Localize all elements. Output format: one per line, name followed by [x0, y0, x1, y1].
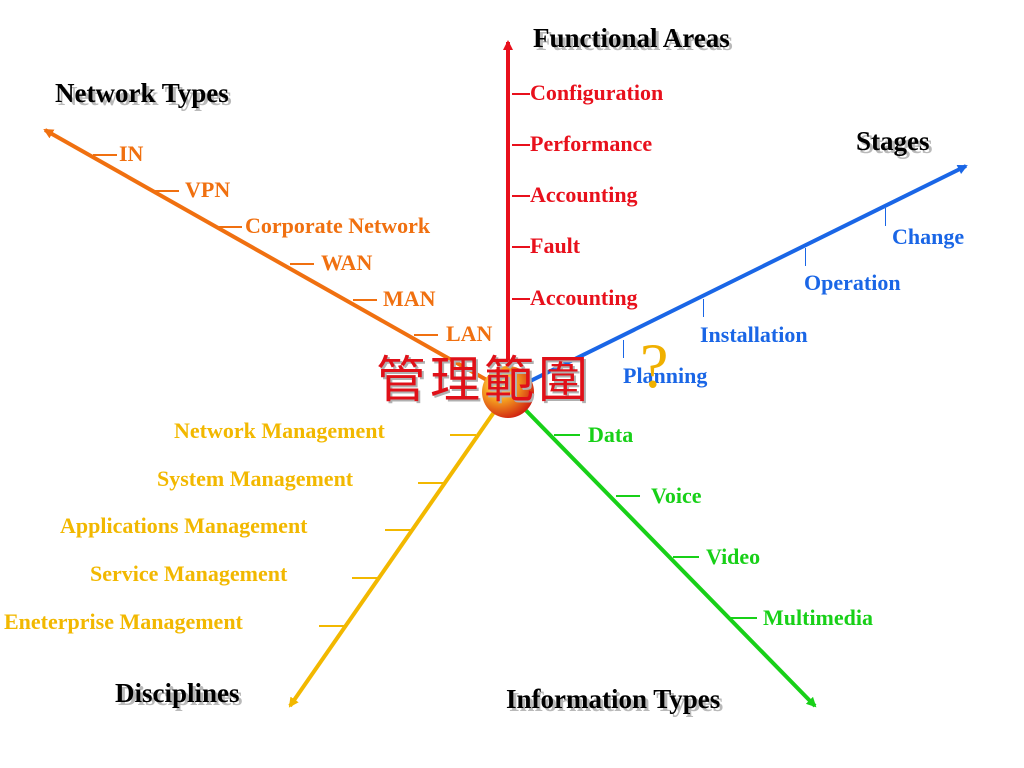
network-type-tick: [414, 334, 438, 336]
information-type-tick: [554, 434, 580, 436]
stage-tick: [623, 340, 624, 358]
network-types-title: Network Types: [55, 78, 229, 108]
stage-tick: [805, 248, 806, 266]
functional-area-tick: [512, 246, 530, 248]
stages-axis: [507, 164, 968, 394]
discipline-tick: [352, 577, 378, 579]
stages-title: Stages: [856, 126, 930, 156]
information-type-item: Video: [706, 544, 761, 569]
information-type-tick: [731, 617, 757, 619]
functional-area-tick: [512, 93, 530, 95]
functional-area-item: Accounting: [530, 285, 638, 310]
question-mark: ?: [640, 330, 669, 401]
network-type-tick: [93, 154, 117, 156]
network-type-item: MAN: [383, 286, 436, 311]
discipline-item: System Management: [157, 466, 354, 491]
network-type-item: WAN: [321, 250, 373, 275]
information-type-item: Voice: [651, 483, 702, 508]
network-type-item: VPN: [185, 177, 231, 202]
functional-area-item: Performance: [530, 131, 653, 156]
discipline-tick: [385, 529, 411, 531]
discipline-item: Network Management: [174, 418, 385, 443]
disciplines-title: Disciplines: [115, 678, 240, 708]
disciplines-axis: [288, 390, 510, 708]
network-types-axis: [43, 128, 509, 394]
network-type-tick: [290, 263, 314, 265]
information-types-title: Information Types: [506, 684, 721, 714]
center-ball: [482, 366, 534, 418]
network-type-tick: [353, 299, 377, 301]
information-types-axis: [506, 390, 817, 708]
center-label: 管理範圍: [376, 351, 592, 409]
discipline-item: Service Management: [90, 561, 288, 586]
discipline-tick: [450, 434, 476, 436]
information-type-item: Data: [588, 422, 634, 447]
network-type-tick: [155, 190, 179, 192]
stage-item: Installation: [700, 322, 808, 347]
functional-area-tick: [512, 298, 530, 300]
functional-area-item: Configuration: [530, 80, 664, 105]
functional-area-tick: [512, 144, 530, 146]
stage-item: Change: [892, 224, 965, 249]
information-type-item: Multimedia: [763, 605, 873, 630]
information-type-tick: [616, 495, 640, 497]
stage-tick: [885, 208, 886, 226]
discipline-item: Eneterprise Management: [4, 609, 243, 634]
network-type-tick: [218, 226, 242, 228]
stage-item: Operation: [804, 270, 901, 295]
information-type-tick: [673, 556, 699, 558]
stage-item: Planning: [623, 363, 708, 388]
network-type-item: Corporate Network: [245, 213, 431, 238]
functional-area-item: Accounting: [530, 182, 638, 207]
network-type-item: IN: [119, 141, 144, 166]
discipline-tick: [418, 482, 444, 484]
functional-area-item: Fault: [530, 233, 581, 258]
discipline-item: Applications Management: [60, 513, 308, 538]
discipline-tick: [319, 625, 345, 627]
functional-area-tick: [512, 195, 530, 197]
network-type-item: LAN: [446, 321, 493, 346]
stage-tick: [703, 299, 704, 317]
functional-areas-title: Functional Areas: [533, 23, 730, 53]
